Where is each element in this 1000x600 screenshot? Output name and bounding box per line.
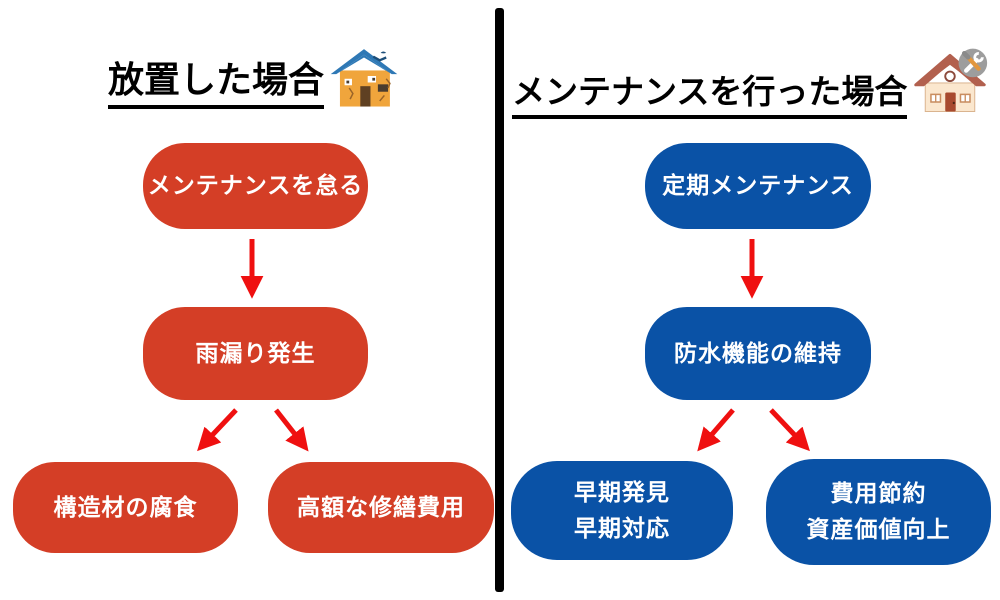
center-divider (495, 8, 504, 592)
arrow-left-split-left (197, 408, 238, 452)
node-leak-occurs: 雨漏り発生 (143, 307, 368, 400)
node-structural-decay: 構造材の腐食 (13, 462, 238, 553)
node-cost-savings-asset-value: 費用節約 資産価値向上 (766, 459, 991, 565)
node-label: メンテナンスを怠る (147, 172, 364, 199)
damaged-house-icon (327, 44, 401, 113)
node-label: 定期メンテナンス (662, 172, 854, 199)
node-early-detection-response: 早期発見 早期対応 (511, 461, 733, 560)
node-regular-maintenance: 定期メンテナンス (645, 143, 871, 229)
node-label-line2: 資産価値向上 (806, 516, 951, 542)
node-expensive-repairs: 高額な修繕費用 (268, 462, 494, 553)
node-label-line1: 早期発見 (574, 478, 670, 505)
arrow-left-split-right (274, 408, 309, 452)
node-label-line1: 費用節約 (830, 480, 927, 507)
right-panel-title: メンテナンスを行った場合 (512, 71, 908, 119)
house-with-tools-icon (910, 46, 990, 123)
node-label: 高額な修繕費用 (297, 493, 465, 520)
node-label: 防水機能の維持 (674, 339, 842, 366)
node-neglect-maintenance: メンテナンスを怠る (143, 143, 368, 229)
right-title-row: メンテナンスを行った場合 (512, 46, 990, 119)
node-waterproofing-maintained: 防水機能の維持 (645, 307, 871, 400)
left-panel-title: 放置した場合 (108, 57, 325, 109)
arrow-right-split-left (697, 408, 735, 452)
node-label: 雨漏り発生 (195, 339, 316, 366)
node-label-line2: 早期対応 (574, 514, 670, 541)
left-title-row: 放置した場合 (108, 44, 401, 109)
arrow-right-split-right (769, 408, 810, 452)
node-label: 構造材の腐食 (53, 493, 198, 520)
